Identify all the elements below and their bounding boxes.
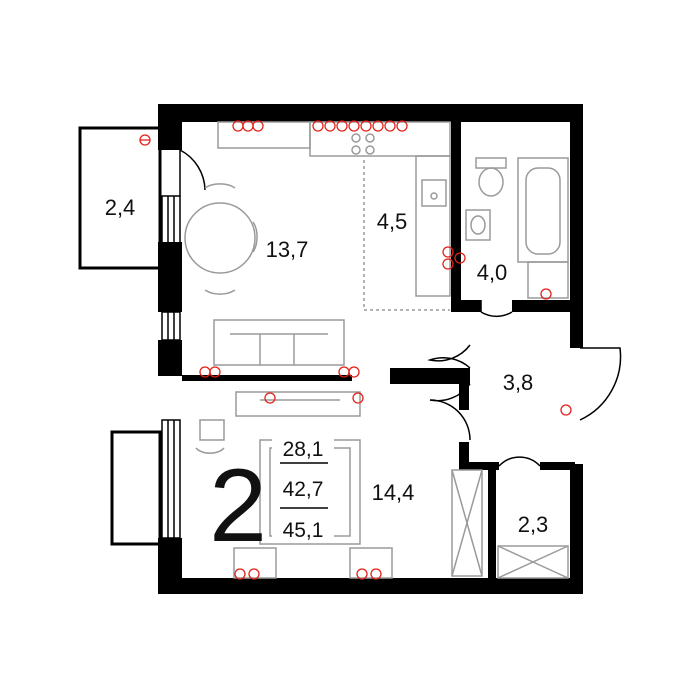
windows — [161, 195, 181, 539]
room-area-kitchen: 4,5 — [377, 209, 408, 234]
room-area-kitchen-living: 13,7 — [266, 237, 309, 262]
outlets — [139, 120, 572, 580]
room-area-bathroom: 4,0 — [477, 260, 508, 285]
room-area-balcony-top: 2,4 — [105, 195, 136, 220]
apartment-summary: 2 28,1 42,7 45,1 — [209, 436, 334, 564]
total-area: 42,7 — [283, 478, 324, 501]
furniture — [184, 121, 569, 579]
balconies — [78, 126, 162, 546]
room-area-hall: 3,8 — [503, 370, 534, 395]
total-area-with-balcony: 45,1 — [283, 519, 324, 542]
living-area: 28,1 — [283, 438, 324, 461]
room-area-bedroom: 14,4 — [372, 480, 415, 505]
room-count: 2 — [209, 448, 267, 564]
walls — [158, 104, 583, 594]
room-labels: 2,4 13,7 4,5 4,0 3,8 14,4 2,3 — [105, 195, 549, 537]
doors — [179, 149, 622, 467]
room-area-storage: 2,3 — [518, 512, 549, 537]
